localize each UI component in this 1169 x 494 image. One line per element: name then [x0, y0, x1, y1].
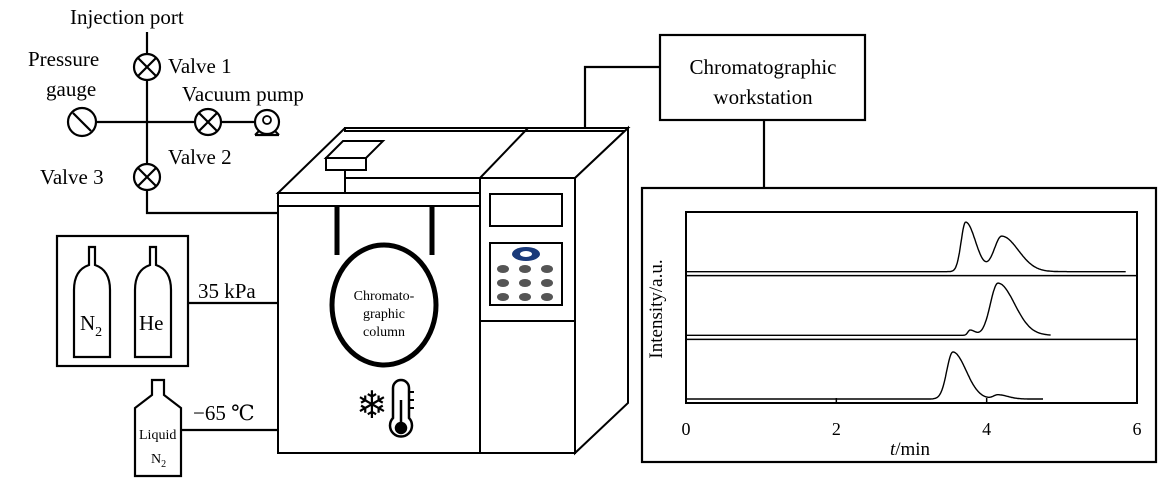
gauge-label: gauge [46, 77, 96, 101]
chromatogram-series-3 [686, 351, 1043, 400]
keypad[interactable] [489, 242, 563, 306]
x-tick-label: 0 [682, 419, 691, 439]
snowflake-icon: ❄ [356, 385, 388, 427]
temperature-value: −65 ℃ [193, 401, 255, 425]
liquid-n2-label: N2 [151, 452, 166, 470]
pressure-label: Pressure [28, 47, 99, 71]
pressure-value: 35 kPa [198, 279, 256, 303]
valve-1-label: Valve 1 [168, 54, 232, 78]
chromatogram-series-2 [686, 282, 1051, 336]
x-tick-label: 2 [832, 419, 841, 439]
workstation-label-1: Chromatographic [690, 55, 837, 79]
valve-2-label: Valve 2 [168, 145, 232, 169]
x-axis-label: t/min [890, 439, 931, 460]
workstation-label-2: workstation [713, 85, 813, 109]
liquid-n2-bottle-icon [133, 378, 183, 478]
he-cylinder-icon [133, 245, 173, 359]
column-label-1: Chromato- [354, 289, 415, 304]
column-label-2: graphic [363, 307, 405, 322]
y-axis-label: Intensity/a.u. [646, 259, 667, 358]
chromatographic-column-icon [329, 205, 439, 368]
vacuum-pump-label: Vacuum pump [182, 82, 304, 106]
thermometer-icon [388, 378, 414, 438]
valve-2[interactable] [193, 107, 223, 137]
workstation-box[interactable] [658, 33, 867, 122]
x-tick-label: 4 [982, 419, 991, 439]
chromatogram-frame [640, 186, 1158, 464]
valve-1[interactable] [132, 52, 162, 82]
valve-3[interactable] [132, 162, 162, 192]
n2-label: N2 [80, 311, 102, 340]
n2-cylinder-icon [72, 245, 112, 359]
chromatogram-series-1 [686, 221, 1126, 273]
gc-instrument [275, 125, 631, 456]
valve-3-label: Valve 3 [40, 165, 104, 189]
he-label: He [139, 311, 164, 335]
pressure-gauge-icon [66, 106, 98, 138]
column-label-3: column [363, 325, 405, 340]
x-tick-label: 6 [1133, 419, 1142, 439]
injection-port-label: Injection port [70, 5, 184, 29]
liquid-label: Liquid [139, 428, 176, 443]
vacuum-pump-icon [253, 108, 281, 137]
plot-area [685, 211, 1138, 404]
chromatogram-plot: 0 2 4 6 [682, 211, 1142, 439]
